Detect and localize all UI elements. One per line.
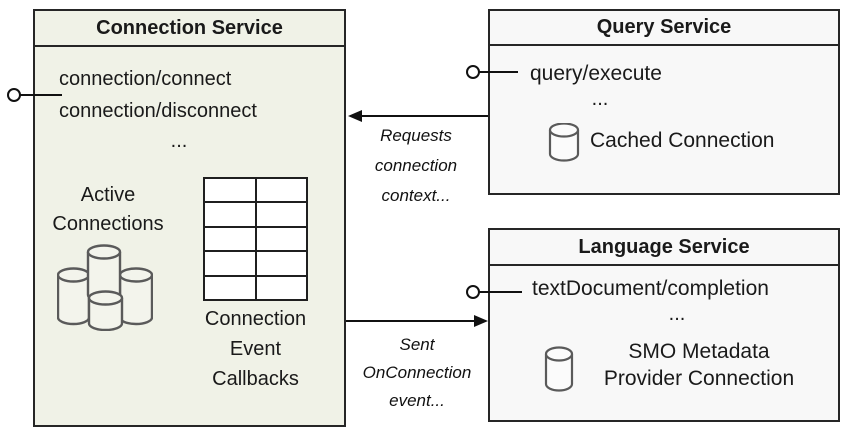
requests-connection-context-annotation: Requests connection context... (374, 126, 458, 205)
sent-onconnection-event-annotation: Sent OnConnection event... (362, 335, 472, 410)
smo-metadata-provider-label: SMO Metadata Provider Connection (603, 340, 795, 390)
connection-service-methods: connection/connect connection/disconnect (59, 63, 257, 127)
table-row (203, 225, 308, 253)
active-connections-label: Active Connections (52, 184, 164, 235)
query-service-title: Query Service (490, 11, 838, 46)
table-row (203, 176, 308, 204)
language-methods-ellipsis: ... (668, 303, 686, 325)
database-cluster-icon (57, 244, 153, 331)
language-service-box: Language Service textDocument/completion… (488, 228, 840, 422)
cached-connection-label: Cached Connection (590, 129, 775, 152)
table-row (203, 274, 308, 302)
database-icon (548, 123, 580, 162)
connection-service-box: Connection Service connection/connect co… (33, 9, 346, 427)
connection-event-callbacks-table (203, 176, 308, 302)
table-row (203, 201, 308, 228)
connection-event-callbacks-label: Connection Event Callbacks (204, 308, 307, 390)
table-row (203, 250, 308, 277)
arrow-connection-to-language-icon (346, 315, 488, 327)
database-icon (544, 346, 574, 392)
language-service-title: Language Service (490, 230, 838, 266)
query-service-box: Query Service query/execute ... Cached C… (488, 9, 840, 195)
method-query-execute: query/execute (530, 62, 662, 85)
method-connection-disconnect: connection/disconnect (59, 100, 257, 122)
method-textdocument-completion: textDocument/completion (532, 277, 769, 300)
method-connection-connect: connection/connect (59, 68, 232, 90)
connection-service-title: Connection Service (35, 11, 344, 47)
query-methods-ellipsis: ... (591, 88, 609, 110)
connection-methods-ellipsis: ... (170, 130, 188, 152)
